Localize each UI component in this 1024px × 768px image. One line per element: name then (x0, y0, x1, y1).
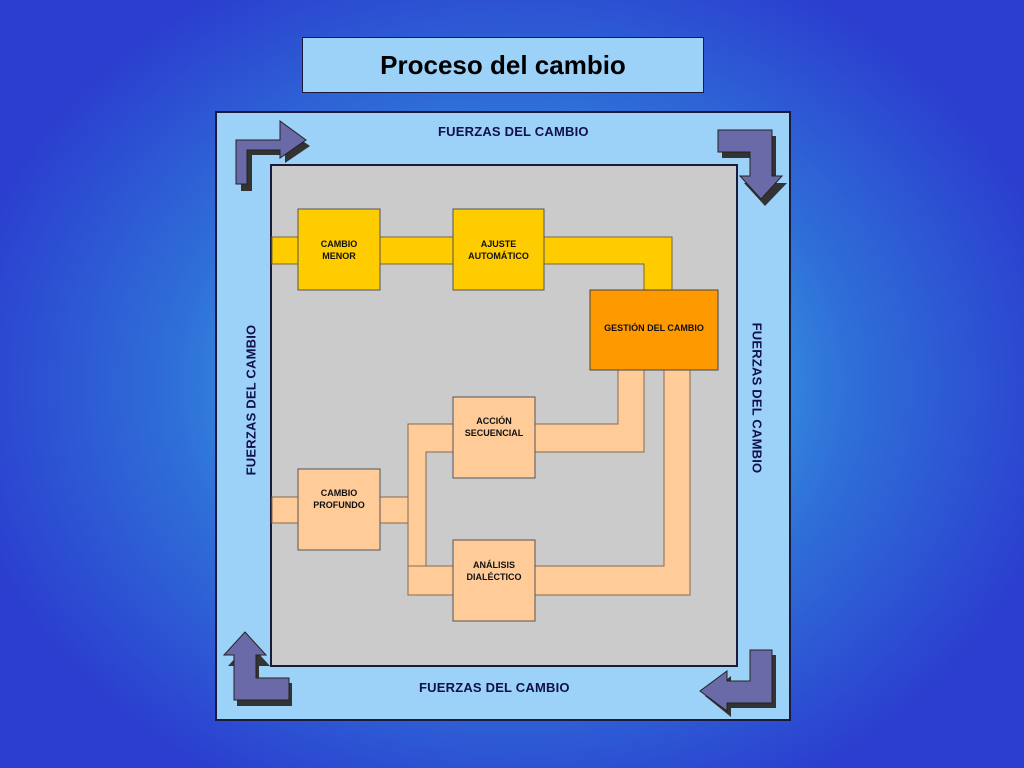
label-accion-secuencial: ACCIÓN SECUENCIAL (464, 416, 524, 438)
label-cambio-profundo: CAMBIO PROFUNDO (313, 488, 365, 510)
force-label-top: FUERZAS DEL CAMBIO (438, 124, 589, 139)
label-cambio-menor: CAMBIO MENOR (320, 239, 358, 261)
node-cambio-menor (297, 208, 381, 291)
title-box: Proceso del cambio (302, 37, 704, 93)
node-cambio-profundo (297, 468, 381, 551)
node-gestion-del-cambio (589, 289, 719, 371)
arrow-top-left-icon (235, 120, 310, 191)
page-title: Proceso del cambio (380, 49, 626, 80)
node-analisis-dialectico (452, 539, 536, 622)
arrow-bottom-left-icon (222, 631, 292, 706)
label-analisis-dialectico: ANÁLISIS DIALÉCTICO (466, 560, 522, 582)
connector-dialectic (407, 369, 691, 596)
label-gestion-del-cambio: GESTIÓN DEL CAMBIO (604, 323, 704, 333)
arrow-bottom-right-icon (699, 649, 776, 717)
node-accion-secuencial (452, 396, 536, 479)
node-ajuste-automatico (452, 208, 545, 291)
arrow-top-right-icon (717, 129, 787, 206)
label-ajuste-automatico: AJUSTE AUTOMÁTICO (468, 239, 529, 261)
force-label-bottom: FUERZAS DEL CAMBIO (419, 680, 570, 695)
